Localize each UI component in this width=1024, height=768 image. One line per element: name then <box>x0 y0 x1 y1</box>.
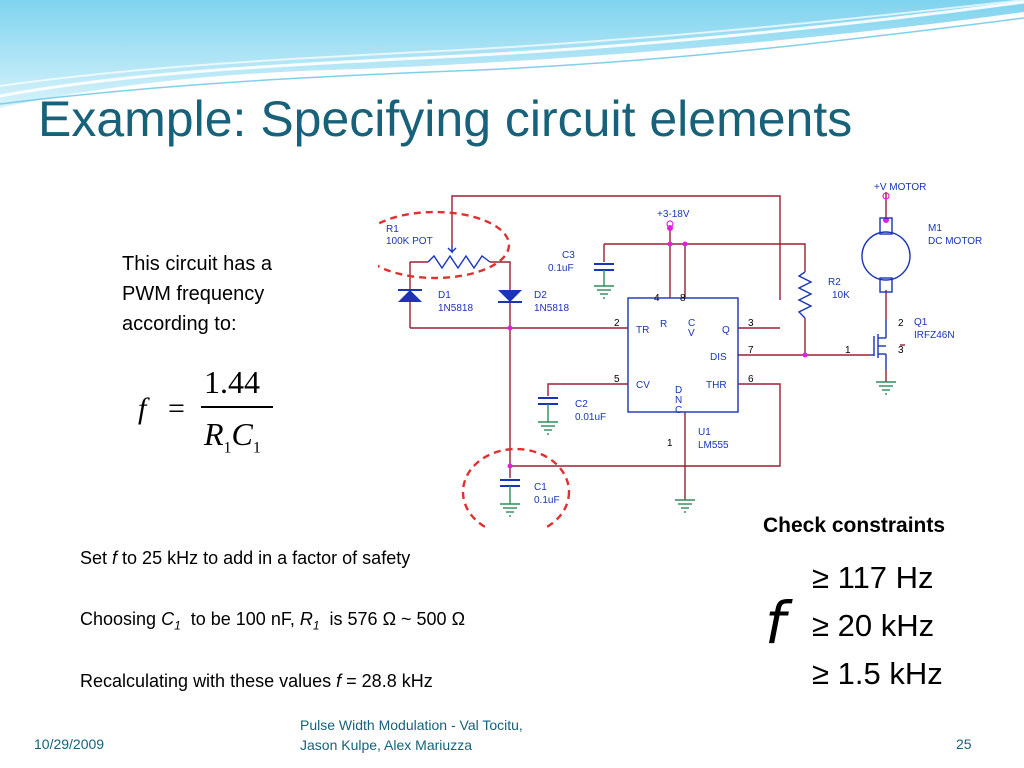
label-d2-value: 1N5818 <box>534 303 569 314</box>
label-supply-motor: +V MOTOR <box>874 182 926 193</box>
label-supply-chip: +3-18V <box>657 209 690 220</box>
pin-label-thr: THR <box>706 380 727 391</box>
constraint-value: ≥ 1.5 kHz <box>812 656 943 691</box>
footer-date: 10/29/2009 <box>34 736 105 752</box>
constraint-value: ≥ 20 kHz <box>812 608 935 643</box>
constraint-f-symbol: f <box>765 589 786 657</box>
pin-number-5: 5 <box>614 374 620 385</box>
pin-number-q-drain: 2 <box>898 318 904 329</box>
supply-terminal-chip <box>666 220 674 228</box>
intro-line: PWM frequency <box>122 283 265 305</box>
label-c2-ref: C2 <box>575 399 588 410</box>
c3-capacitor <box>594 263 614 271</box>
wires <box>409 192 905 500</box>
footer-center: Pulse Width Modulation - Val Tocitu, Jas… <box>300 715 523 755</box>
pin-label-r: R <box>660 319 667 330</box>
label-m1-value: DC MOTOR <box>928 236 982 247</box>
constraint-value: ≥ 117 Hz <box>812 560 934 595</box>
pin-number-8: 8 <box>680 293 686 304</box>
formula-numerator: 1.44 <box>204 364 260 400</box>
label-r1-ref: R1 <box>386 224 399 235</box>
pin-label-dnc-d: D <box>675 385 682 396</box>
formula-lhs: f <box>138 392 147 425</box>
label-r1-value: 100K POT <box>386 236 433 247</box>
pin-number-4: 4 <box>654 293 660 304</box>
header-wave-decoration <box>0 0 1024 108</box>
pin-number-1: 1 <box>667 438 673 449</box>
pin-number-7: 7 <box>748 345 754 356</box>
label-u1-ref: U1 <box>698 427 711 438</box>
q1-mosfet <box>870 320 887 370</box>
label-d2-ref: D2 <box>534 290 547 301</box>
formula-equals: = <box>168 392 185 425</box>
r1-potentiometer <box>427 254 491 270</box>
slide-title: Example: Specifying circuit elements <box>38 91 853 147</box>
pin-number-q-gate: 1 <box>845 345 851 356</box>
pin-number-6: 6 <box>748 374 754 385</box>
lm555-chip <box>627 297 739 413</box>
fraction-bar <box>201 406 273 408</box>
label-m1-ref: M1 <box>928 223 942 234</box>
pin-label-dis: DIS <box>710 352 727 363</box>
frequency-formula: f = 1.44 R1C1 <box>138 360 278 460</box>
label-c1-ref: C1 <box>534 482 547 493</box>
label-c3-value: 0.1uF <box>548 263 574 274</box>
label-q1-value: IRFZ46N <box>914 330 955 341</box>
footer-page-number: 25 <box>956 736 972 752</box>
pin-number-3: 3 <box>748 318 754 329</box>
intro-line: according to: <box>122 313 237 335</box>
d2-diode <box>498 290 522 303</box>
intro-text: This circuit has a PWM frequency accordi… <box>122 249 332 339</box>
body-line-set-frequency: Set f to 25 kHz to add in a factor of sa… <box>80 548 411 568</box>
formula-denominator: R1C1 <box>204 416 261 457</box>
check-constraints-heading: Check constraints <box>763 514 946 537</box>
circuit-schematic: +V MOTOR +3-18V R1 100K POT C3 0.1uF D1 … <box>378 182 982 528</box>
footer-center-line: Pulse Width Modulation - Val Tocitu, <box>300 717 523 733</box>
r1-wiper <box>447 246 457 254</box>
pin-label-tr: TR <box>636 325 649 336</box>
ground-symbols <box>500 270 896 517</box>
label-q1-ref: Q1 <box>914 317 928 328</box>
r1-highlight-ellipse <box>378 210 511 280</box>
c2-capacitor <box>538 397 558 405</box>
pin-label-q: Q <box>722 325 730 336</box>
intro-line: This circuit has a <box>122 253 273 275</box>
pin-label-cv-c: C <box>688 318 695 329</box>
supply-terminal-motor <box>882 192 890 200</box>
d1-diode <box>398 289 422 302</box>
label-c1-value: 0.1uF <box>534 495 560 506</box>
label-c2-value: 0.01uF <box>575 412 606 423</box>
pin-number-2: 2 <box>614 318 620 329</box>
label-u1-value: LM555 <box>698 440 729 451</box>
dc-motor <box>861 217 911 293</box>
label-d1-value: 1N5818 <box>438 303 473 314</box>
label-r2-value: 10K <box>832 290 850 301</box>
body-line-choosing-values: Choosing C1 to be 100 nF, R1 is 576 Ω ~ … <box>80 609 466 633</box>
body-line-recalculating: Recalculating with these values f = 28.8… <box>80 671 433 691</box>
c1-capacitor <box>500 479 520 487</box>
c1-highlight-ellipse <box>461 447 571 528</box>
pin-label-dnc-c: C <box>675 405 682 416</box>
pin-label-dnc-n: N <box>675 395 682 406</box>
r2-resistor <box>797 271 813 319</box>
label-c3-ref: C3 <box>562 250 575 261</box>
label-r2-ref: R2 <box>828 277 841 288</box>
label-d1-ref: D1 <box>438 290 451 301</box>
pin-label-cv: CV <box>636 380 650 391</box>
pin-number-q-source: 3 <box>898 345 904 356</box>
footer-center-line: Jason Kulpe, Alex Mariuzza <box>300 737 472 753</box>
pin-label-cv-v: V <box>688 328 695 339</box>
